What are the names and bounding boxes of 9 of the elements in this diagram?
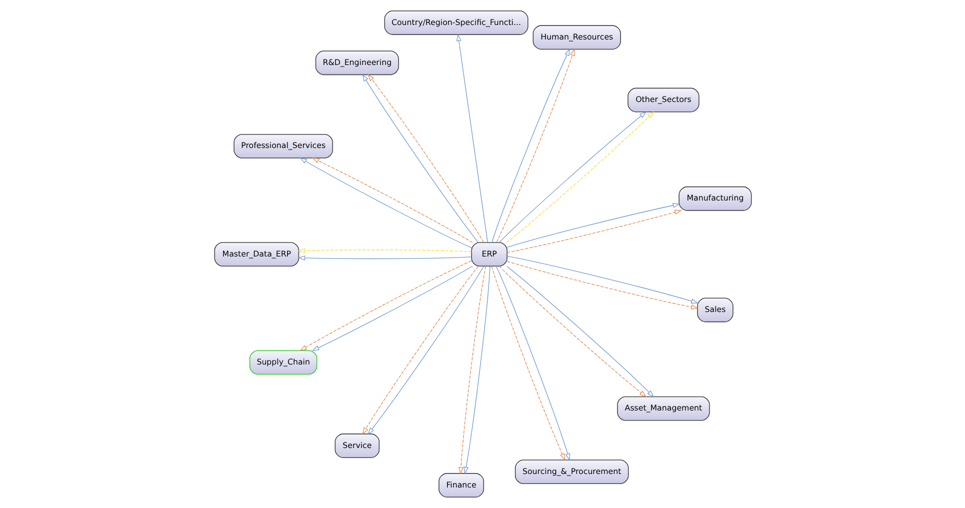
arrow xyxy=(297,255,472,261)
arrow xyxy=(506,210,682,253)
arrow xyxy=(456,34,488,243)
arrow xyxy=(506,256,698,304)
arrow xyxy=(463,266,490,474)
arrow xyxy=(506,261,698,310)
arrow xyxy=(458,266,486,474)
arrow xyxy=(506,202,680,248)
arrow xyxy=(297,248,472,254)
